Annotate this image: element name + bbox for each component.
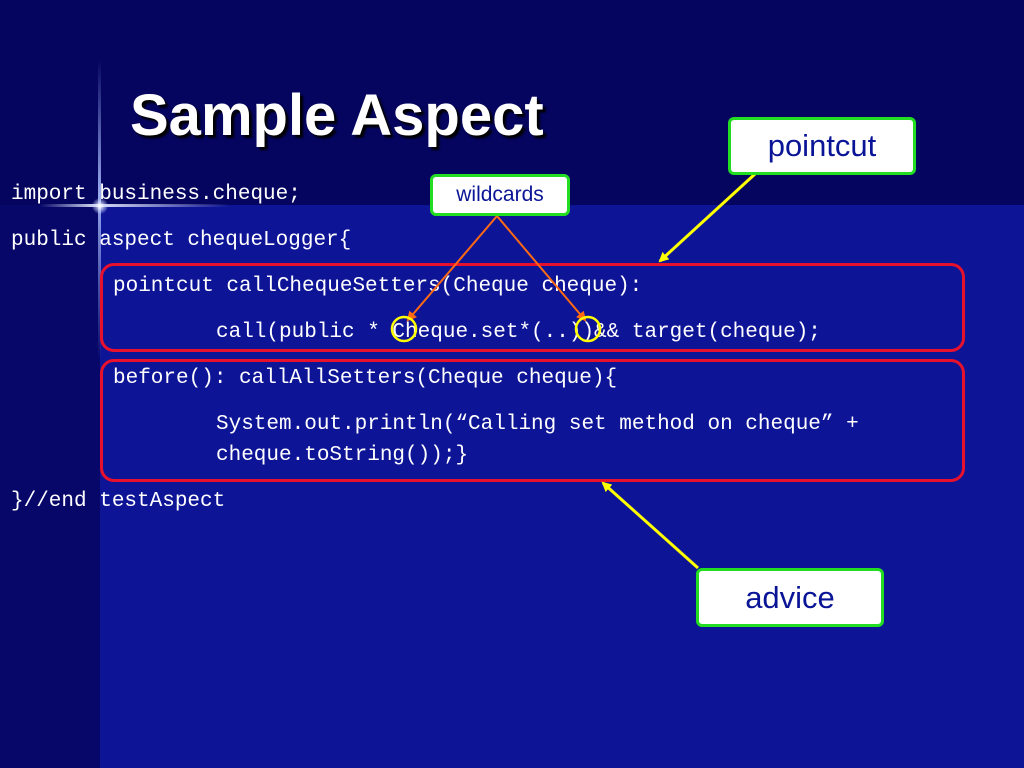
advice-arrow bbox=[601, 481, 700, 570]
background-left-band bbox=[0, 205, 100, 768]
wildcards-callout: wildcards bbox=[430, 174, 570, 216]
decorative-glow-horizontal bbox=[40, 204, 230, 207]
advice-highlight-box bbox=[100, 359, 965, 482]
decorative-sparkle bbox=[92, 198, 108, 214]
pointcut-arrow bbox=[658, 172, 757, 263]
code-line-tostring: cheque.toString());} bbox=[216, 444, 469, 467]
code-line-call-target: call(public * Cheque.set*(..))&& target(… bbox=[216, 321, 821, 344]
wildcard-arrow-left bbox=[406, 215, 498, 322]
background-main-panel bbox=[100, 205, 1024, 768]
slide-title: Sample Aspect bbox=[130, 83, 544, 148]
code-line-import: import business.cheque; bbox=[11, 183, 301, 206]
wildcard-arrow-right bbox=[496, 215, 587, 322]
code-line-aspect-declaration: public aspect chequeLogger{ bbox=[11, 229, 352, 252]
code-line-println: System.out.println(“Calling set method o… bbox=[216, 413, 859, 436]
code-line-before-advice: before(): callAllSetters(Cheque cheque){ bbox=[113, 367, 618, 390]
code-line-end: }//end testAspect bbox=[11, 490, 226, 513]
pointcut-highlight-box bbox=[100, 263, 965, 352]
wildcard-circle-right bbox=[574, 315, 602, 343]
pointcut-callout: pointcut bbox=[728, 117, 916, 175]
wildcard-circle-left bbox=[390, 315, 418, 343]
advice-callout: advice bbox=[696, 568, 884, 627]
code-line-pointcut: pointcut callChequeSetters(Cheque cheque… bbox=[113, 275, 643, 298]
